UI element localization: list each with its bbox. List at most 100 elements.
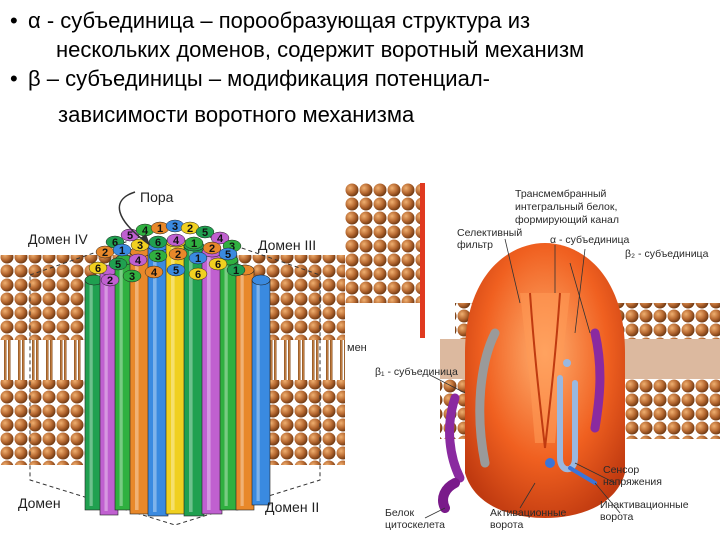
segment-number: 4	[151, 267, 158, 279]
bullet-mark: •	[10, 8, 18, 33]
helix-cylinder	[219, 259, 239, 511]
segment-number: 5	[115, 259, 121, 271]
segment-number: 1	[157, 223, 163, 235]
label-membrane-protein: Трансмембранный интегральный белок, форм…	[515, 188, 620, 226]
segment-cap	[218, 247, 238, 261]
pore-arrow-head	[140, 234, 150, 245]
segment-number: 6	[155, 237, 161, 249]
selective-filter	[475, 328, 500, 468]
segment-number: 4	[173, 235, 180, 247]
helix-cylinder	[165, 241, 187, 515]
label-cytoskeleton: Белок цитоскелета	[385, 507, 445, 531]
helix-highlight	[153, 250, 157, 512]
segment-number: 3	[229, 241, 235, 253]
segment-cap	[226, 263, 246, 277]
bullet-alpha-line2: нескольких доменов, содержит воротный ме…	[56, 37, 585, 62]
segment-number: 5	[127, 230, 133, 242]
segment-number: 2	[187, 223, 193, 235]
pore-arrow	[118, 191, 151, 246]
helix-highlight	[135, 256, 139, 510]
segment-cap	[128, 253, 148, 267]
label-domain-iv: Домен IV	[28, 231, 88, 247]
segment-number: 1	[119, 245, 125, 257]
segment-cap	[168, 247, 188, 261]
segment-number: 3	[172, 221, 178, 233]
segment-number: 4	[217, 233, 224, 245]
segment-number: 6	[95, 263, 101, 275]
bullet-item-alpha: • α - субъединица – порообразующая струк…	[10, 6, 710, 64]
bullet-item-beta: • β – субъединицы – модификация потенциа…	[10, 64, 710, 129]
segment-cap	[208, 257, 228, 271]
beta2-subunit	[590, 328, 605, 433]
label-domain-i: Домен	[18, 495, 61, 511]
domain-outline	[29, 224, 321, 526]
label-selective-filter: Селективный фильтр	[457, 227, 525, 251]
helix-cylinder	[129, 251, 151, 515]
label-alpha-subunit: α - субъединица	[550, 234, 630, 246]
bullet-beta-line2: зависимости воротного механизма	[58, 102, 415, 127]
segment-number: 2	[107, 275, 113, 287]
segment-cap	[184, 236, 204, 250]
channel-cross-section: мен Трансмембранный интегральный белок, …	[345, 183, 720, 531]
segment-cap	[188, 267, 208, 281]
helix-highlight	[171, 246, 175, 510]
helix-cylinder	[251, 279, 271, 506]
segment-number: 4	[142, 225, 149, 237]
helix-highlight	[119, 264, 123, 506]
label-voltage-sensor: Сенсор напряжения	[603, 464, 662, 488]
label-beta2-subunit: β₂ - субъединица	[625, 248, 709, 260]
bullet-list: • α - субъединица – порообразующая струк…	[10, 6, 710, 129]
leader-lines	[424, 238, 621, 519]
bullet-mark: •	[10, 66, 18, 91]
helix-cap	[251, 274, 271, 286]
segment-number: 6	[195, 269, 201, 281]
helix-cylinder	[235, 269, 255, 511]
helix-highlight	[89, 284, 93, 506]
segment-cap	[88, 261, 108, 275]
helix-highlight	[240, 274, 244, 506]
helix-cylinder	[183, 245, 205, 517]
voltage-sensor	[557, 375, 578, 473]
segment-cap	[112, 243, 132, 257]
segment-cap	[148, 249, 168, 263]
label-beta1-subunit: β₁ - субъединица	[375, 366, 458, 378]
segment-number: 5	[202, 227, 208, 239]
bullet-alpha-line1: α - субъединица – порообразующая структу…	[28, 8, 531, 33]
segment-cap	[100, 273, 120, 287]
segment-cap	[202, 241, 222, 255]
helix-highlight	[189, 250, 193, 512]
segment-cap	[166, 233, 186, 247]
segment-number: 6	[215, 259, 221, 271]
label-pore: Пора	[140, 189, 174, 205]
segment-number: 3	[129, 271, 135, 283]
segment-number: 1	[195, 253, 201, 265]
inactivation-gate	[568, 466, 597, 485]
cytoskeleton-protein	[438, 478, 460, 513]
segment-number: 4	[135, 255, 142, 267]
segment-number: 2	[209, 243, 215, 255]
bullet-beta-line1: β – субъединицы – модификация потенциал-	[28, 66, 490, 91]
segment-number: 1	[233, 265, 239, 277]
segment-number: 5	[173, 265, 179, 277]
segment-number: 1	[191, 238, 197, 250]
label-activation-gate: Активационные ворота	[490, 507, 569, 531]
segment-cap	[144, 265, 164, 279]
helix-cylinder	[201, 251, 223, 515]
helix-highlight	[224, 264, 228, 506]
helix-cylinder	[147, 245, 169, 517]
segment-number: 3	[137, 240, 143, 252]
segment-number: 2	[102, 247, 108, 259]
membrane-fragment-upper	[345, 183, 425, 338]
label-domain-iii: Домен III	[258, 237, 316, 253]
segment-number: 3	[155, 251, 161, 263]
segment-cap	[108, 257, 128, 271]
label-inactivation-gate: Инактивационные ворота	[600, 499, 692, 523]
segment-number: 6	[112, 237, 118, 249]
segment-cap	[210, 231, 230, 245]
segment-cap	[188, 251, 208, 265]
segment-cap	[148, 235, 168, 249]
label-partial-domain: мен	[347, 342, 367, 354]
beta1-subunit	[445, 393, 465, 483]
